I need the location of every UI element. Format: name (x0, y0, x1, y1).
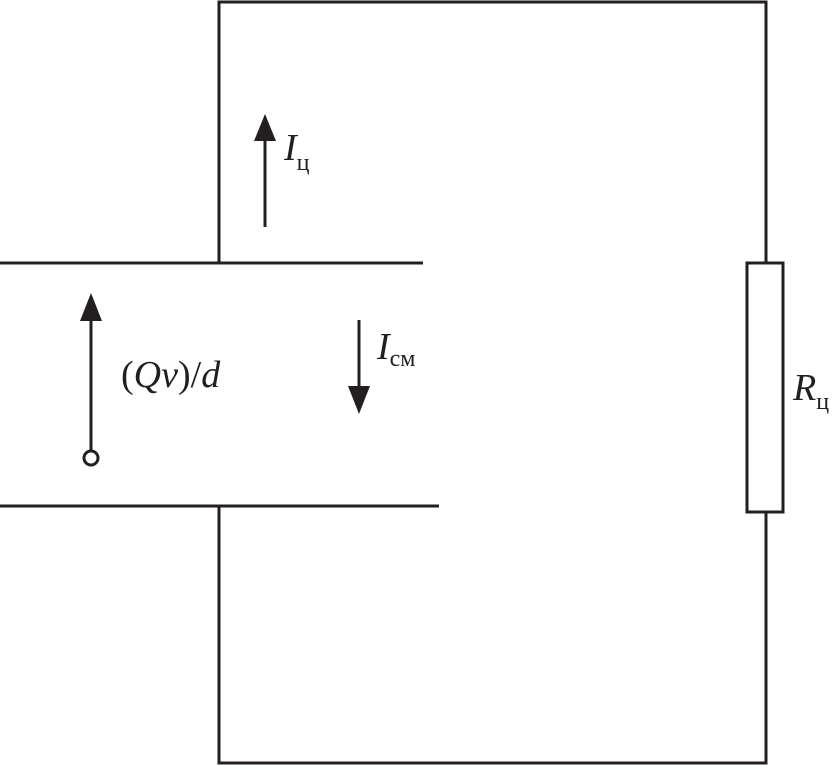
displacement-current-label: Iсм (376, 326, 416, 372)
resistor-label: Rц (792, 367, 829, 415)
source-arrow-origin-circle (82, 449, 100, 467)
arrow-up-icon (80, 293, 102, 321)
circuit-current-label: Iц (283, 127, 310, 176)
source-label: (Qv)/d (121, 354, 221, 396)
resistor (745, 261, 785, 514)
bottom-wire (217, 506, 768, 765)
arrow-down-icon (348, 386, 370, 414)
top-wire (217, 0, 768, 263)
arrow-up-icon (254, 114, 276, 141)
